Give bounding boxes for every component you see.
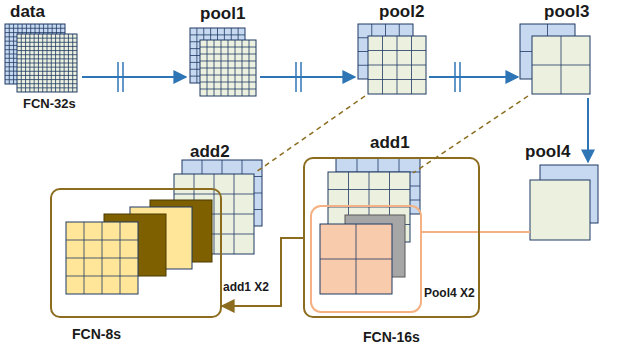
upsample-leader (421, 231, 530, 233)
skip-connection (256, 96, 365, 172)
grid-line (234, 174, 235, 254)
flow-arrow (587, 98, 589, 162)
grid-line (17, 67, 77, 68)
grid-line (368, 79, 426, 80)
layer-name: pool1 (200, 4, 245, 23)
grid-line (249, 40, 250, 96)
grid-line (532, 65, 590, 66)
grid-line (320, 259, 392, 260)
pool-stack: pool1 (186, 4, 260, 98)
grid-line (66, 258, 138, 259)
model-name: FCN-16s (363, 329, 420, 346)
feature-map-rect (200, 40, 256, 96)
layer-name: pool4 (525, 142, 570, 161)
grid-line (55, 34, 56, 92)
input-stack: data (4, 2, 82, 95)
grid-line (200, 89, 256, 90)
grid-line (200, 68, 256, 69)
grid-line (242, 40, 243, 96)
feature-map (66, 222, 138, 294)
grid-line (68, 34, 69, 92)
grid-line (17, 79, 77, 80)
grid-line (51, 34, 52, 92)
feature-map-rect (17, 34, 77, 92)
grid-line (17, 63, 77, 64)
layer-name: pool3 (544, 2, 589, 21)
grid-line (200, 75, 256, 76)
grid-line (66, 276, 138, 277)
grid-line (17, 87, 77, 88)
flow-arrow (260, 76, 355, 78)
feature-map (17, 34, 77, 92)
model-name: FCN-8s (72, 326, 121, 343)
grid-line (17, 75, 77, 76)
upsample-label: add1 X2 (222, 280, 270, 294)
flow-arrow (429, 76, 518, 78)
feature-map-rect (532, 36, 590, 94)
layer-name: add1 (370, 133, 410, 152)
pool-stack: pool2 (355, 2, 429, 98)
feature-map-rect (320, 224, 392, 294)
grid-line (411, 36, 412, 94)
add-stack: add2 (172, 142, 264, 256)
layer-name: data (10, 2, 45, 21)
flow-arrow (82, 76, 186, 78)
pool-stack: pool3 (518, 2, 593, 98)
grid-line (17, 83, 77, 84)
grid-line (72, 34, 73, 92)
feature-map (200, 40, 256, 96)
flow-arrow (222, 238, 303, 306)
skip-connection (413, 96, 528, 173)
feature-map-rect (368, 36, 426, 94)
add-stack: add1 (328, 133, 423, 243)
feature-map (320, 224, 392, 294)
feature-map (368, 36, 426, 94)
pool-stack: pool4 (523, 142, 603, 242)
layer-name: pool2 (379, 2, 424, 21)
grid-line (120, 222, 121, 294)
grid-line (235, 40, 236, 96)
grid-line (64, 34, 65, 92)
feature-map-rect (530, 180, 590, 240)
feature-map (530, 180, 590, 240)
fcn8s-frame: FCN-8s (50, 188, 222, 318)
grid-line (368, 65, 426, 66)
grid-line (17, 71, 77, 72)
upsample-frame (311, 206, 421, 312)
layer-name: add2 (190, 142, 230, 161)
grid-line (200, 82, 256, 83)
model-name: FCN-32s (22, 97, 77, 111)
grid-line (59, 34, 60, 92)
upsample-label: Pool4 X2 (423, 286, 476, 300)
feature-map (532, 36, 590, 94)
feature-map-rect (66, 222, 138, 294)
